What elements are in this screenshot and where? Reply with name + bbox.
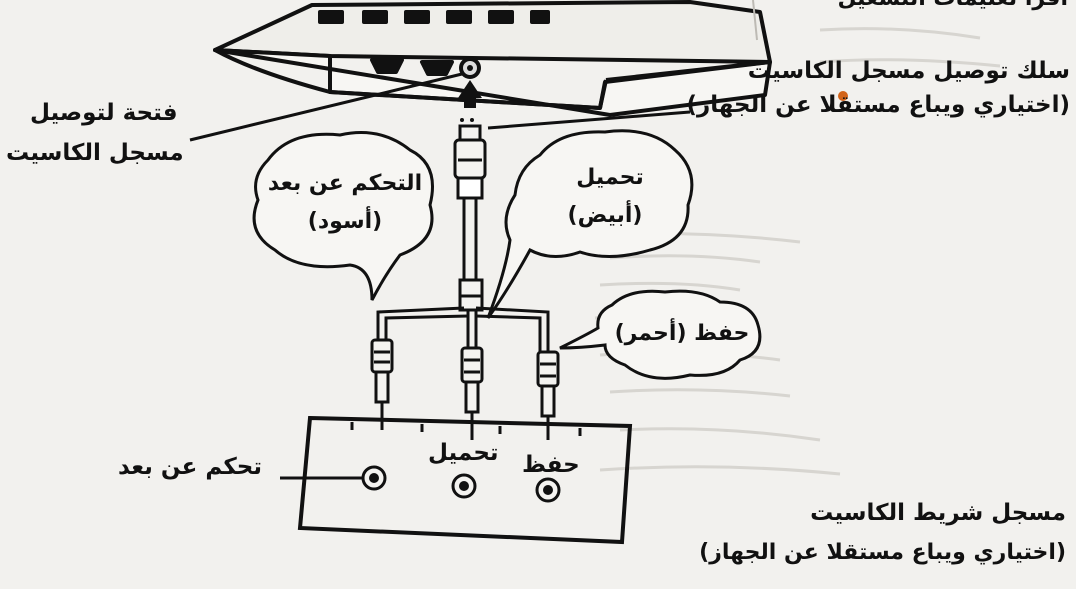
port-leader-line — [189, 72, 463, 142]
cable-label-line1: سلك توصيل مسجل الكاسيت — [747, 58, 1070, 84]
insert-arrow — [458, 80, 482, 122]
plug-save — [536, 350, 560, 440]
port-label-line1: فتحة لتوصيل — [30, 100, 178, 126]
header-text: اقرأ تعليمات التشغيل — [838, 0, 1068, 11]
page-margin-line — [752, 0, 758, 41]
port-1 — [370, 58, 404, 74]
plug-remote — [370, 338, 394, 430]
bubble-remote: التحكم عن بعد (أسود) — [252, 131, 434, 301]
ink-dot — [838, 91, 848, 101]
cable-leader-line — [487, 110, 691, 130]
recorder-jack-save-label: حفظ — [522, 452, 580, 478]
recorder-jacks — [361, 465, 561, 503]
split-cables — [376, 306, 550, 352]
bubble-load-line1: تحميل — [576, 165, 643, 190]
cassette-recorder — [297, 415, 633, 545]
bubble-save: حفظ (أحمر) — [559, 289, 762, 380]
port-2 — [420, 60, 454, 76]
cable-label-line2: (اختياري ويباع مستقلا عن الجهاز) — [686, 92, 1070, 118]
recorder-label-line1: مسجل شريط الكاسيت — [810, 500, 1066, 526]
bubble-remote-line1: التحكم عن بعد — [268, 171, 422, 196]
port-label-line2: مسجل الكاسيت — [6, 140, 184, 166]
bubble-save-line1: حفظ (أحمر) — [615, 317, 750, 346]
main-cable — [458, 198, 484, 312]
bubble-remote-line2: (أسود) — [308, 205, 382, 234]
plug-load — [460, 346, 484, 440]
keyboard-keys — [318, 10, 550, 24]
recorder-jack-remote-label: تحكم عن بعد — [118, 454, 262, 480]
recorder-jack-load-label: تحميل — [428, 440, 499, 466]
bubble-load: تحميل (أبيض) — [486, 129, 694, 319]
din-plug — [453, 124, 487, 200]
recorder-label-line2: (اختياري ويباع مستقلا عن الجهاز) — [699, 540, 1066, 565]
computer-unit — [213, 0, 772, 117]
bubble-load-line2: (أبيض) — [568, 199, 643, 228]
